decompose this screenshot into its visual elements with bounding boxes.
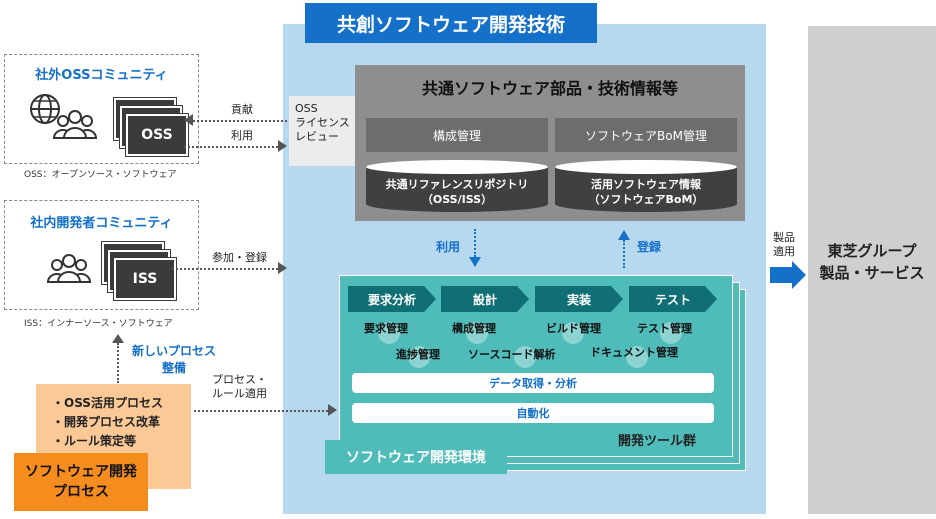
bubble-decor: [378, 322, 400, 344]
automation-bar: 自動化: [352, 403, 714, 423]
tool-build-management: ビルド管理: [546, 322, 601, 335]
bubble-decor: [562, 322, 584, 344]
use-arrow: [184, 146, 278, 148]
process-item: ・OSS活用プロセス: [52, 396, 163, 410]
register-up-arrow: [623, 240, 625, 268]
process-title-line-1: ソフトウェア開発: [25, 464, 137, 480]
review-line-1: OSS: [295, 102, 318, 115]
bubble-decor: [660, 322, 682, 344]
register-up-label: 登録: [637, 240, 662, 254]
iss-badge: ISS: [114, 258, 176, 300]
phase-testing: テスト: [629, 286, 717, 312]
main-title: 共創ソフトウェア開発技術: [305, 3, 597, 43]
join-register-arrowhead: [278, 262, 287, 274]
tool-test-management: テスト管理: [637, 322, 692, 335]
new-process-arrowhead: [112, 334, 124, 343]
oss-badge: OSS: [126, 114, 188, 156]
review-line-3: レビュー: [295, 130, 339, 143]
config-management-box: 構成管理: [366, 118, 548, 152]
bubble-decor: [466, 322, 488, 344]
process-rules-line-1: プロセス・: [212, 373, 267, 386]
common-components-title: 共通ソフトウェア部品・技術情報等: [421, 79, 678, 98]
tool-progress-management: 進捗管理: [396, 348, 440, 361]
data-analysis-bar: データ取得・分析: [352, 373, 714, 393]
use-down-arrowhead: [469, 257, 481, 267]
repository-line-2: （OSS/ISS）: [421, 193, 493, 206]
tool-configuration-management: 構成管理: [452, 322, 496, 335]
register-up-arrowhead: [618, 230, 630, 240]
tool-document-management: ドキュメント管理: [590, 346, 678, 359]
use-arrowhead: [278, 140, 287, 152]
phase-requirements: 要求分析: [348, 286, 436, 312]
dev-tools-group-label: 開発ツール群: [618, 434, 697, 449]
product-apply-label: 製品 適用: [773, 231, 795, 259]
product-apply-line-1: 製品: [773, 231, 795, 244]
process-item: ・開発プロセス改革: [52, 415, 161, 429]
reference-repository-cylinder: 共通リファレンスリポジトリ （OSS/ISS）: [366, 166, 548, 212]
use-down-arrow: [474, 229, 476, 257]
software-info-line-2: （ソフトウェアBoM）: [588, 193, 704, 206]
process-items-list: ・OSS活用プロセス ・開発プロセス改革 ・ルール策定等: [52, 394, 163, 451]
use-down-label: 利用: [436, 240, 461, 254]
bom-management-box: ソフトウェアBoM管理: [555, 118, 737, 152]
external-community-title: 社外OSSコミュニティ: [35, 68, 168, 83]
bubble-decor: [626, 346, 648, 368]
join-register-label: 参加・登録: [212, 251, 267, 264]
software-dev-process-title: ソフトウェア開発 プロセス: [14, 453, 148, 511]
tool-source-code-analysis: ソースコード解析: [468, 348, 556, 361]
iss-caption: ISS：インナーソース・ソフトウェア: [24, 319, 173, 329]
review-line-2: ライセンス: [295, 116, 350, 129]
bubble-decor: [514, 346, 536, 368]
bubble-decor: [408, 346, 430, 368]
products-line-1: 東芝グループ: [827, 242, 917, 260]
software-info-line-1: 活用ソフトウェア情報: [591, 178, 701, 191]
phase-design: 設計: [441, 286, 529, 312]
oss-license-review-box: OSS ライセンス レビュー: [289, 96, 357, 166]
developers-group-icon: [46, 252, 92, 284]
contribute-arrow: [193, 120, 287, 122]
process-title-line-2: プロセス: [53, 484, 109, 500]
products-line-2: 製品・サービス: [819, 264, 925, 282]
process-rules-label: プロセス・ ルール適用: [212, 373, 267, 401]
internal-community-title: 社内開発者コミュニティ: [30, 216, 173, 231]
new-process-line-2: 整備: [161, 361, 186, 375]
products-panel: [808, 26, 936, 514]
process-rules-line-2: ルール適用: [212, 387, 267, 400]
people-group-icon: [52, 108, 98, 140]
process-rules-arrow: [194, 410, 328, 412]
software-info-cylinder-top: [555, 160, 737, 174]
globe-icon: [28, 92, 62, 126]
contribute-label: 貢献: [231, 103, 253, 116]
process-rules-arrowhead: [328, 404, 337, 416]
product-apply-arrow: [770, 267, 792, 283]
join-register-arrow: [172, 268, 278, 270]
oss-caption: OSS：オープンソース・ソフトウェア: [24, 170, 177, 180]
new-process-arrow: [117, 343, 119, 383]
dev-environment-label: ソフトウェア開発環境: [325, 440, 507, 474]
process-item: ・ルール策定等: [52, 434, 137, 448]
use-label: 利用: [231, 129, 253, 142]
new-process-label: 新しいプロセス 整備: [124, 343, 224, 377]
phase-implementation: 実装: [535, 286, 623, 312]
products-label: 東芝グループ 製品・サービス: [808, 240, 936, 284]
tool-requirements-management: 要求管理: [364, 322, 408, 335]
new-process-line-1: 新しいプロセス: [131, 344, 216, 358]
repository-cylinder-top: [366, 160, 548, 174]
repository-line-1: 共通リファレンスリポジトリ: [385, 178, 529, 191]
contribute-arrowhead: [184, 114, 193, 126]
product-apply-line-2: 適用: [773, 245, 795, 258]
product-apply-arrowhead: [792, 261, 806, 289]
